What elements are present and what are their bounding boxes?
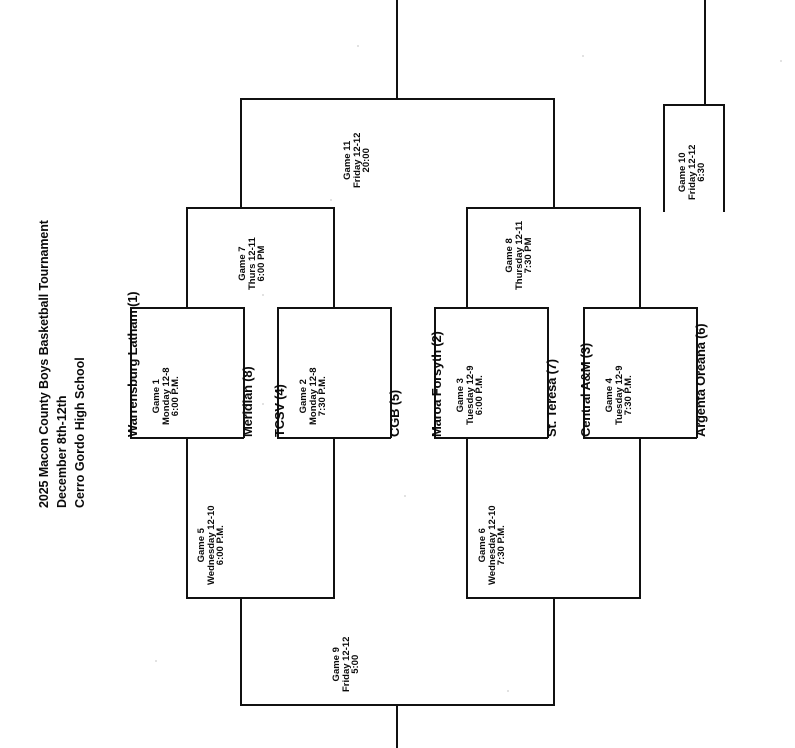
game3-box-left (434, 307, 436, 438)
game10-outlet-stem (704, 0, 706, 105)
game5-crossbar (186, 597, 335, 599)
game2-time: 7:30 P.M. (317, 376, 328, 417)
game8-stem-right (639, 207, 641, 307)
game3-box-right (547, 307, 549, 438)
game6-time: 7:30 P.M. (496, 525, 507, 566)
game2-box-right (390, 307, 392, 438)
game4-box-left (583, 307, 585, 438)
game6-stem-right (639, 438, 641, 598)
game6-stem-left (466, 438, 468, 598)
game2-info: Game 2 Monday 12-8 7:30 P.M. (298, 367, 328, 425)
game4-box-right (696, 307, 698, 438)
game4-info: Game 4 Tuesday 12-9 7:30 P.M. (604, 366, 634, 426)
page-subtitle-venue: Cerro Gordo High School (73, 357, 87, 508)
game1-time: 6:00 P.M. (170, 376, 181, 417)
scan-speck (262, 294, 264, 296)
game4-box-bottom (583, 437, 697, 439)
game1-box-right (243, 307, 245, 438)
team-label-central-am: Central A&M (3) (578, 342, 593, 437)
game9-stem-right (553, 597, 555, 705)
game9-time: 5:00 (350, 654, 361, 674)
scan-speck (357, 45, 359, 47)
scan-speck (404, 495, 406, 497)
game7-stem-left (186, 207, 188, 307)
scan-speck (780, 60, 782, 62)
team-label-argenta-oreana: Argenta Oreana (6) (693, 323, 708, 437)
game7-time: 6:00 PM (256, 245, 267, 282)
game4-box-top (583, 307, 697, 309)
team-label-tcsv: TCSV (4) (272, 384, 287, 437)
game7-stem-right (333, 207, 335, 307)
game8-stem-left (466, 207, 468, 307)
game2-box-top (277, 307, 391, 309)
game11-stem-left (240, 98, 242, 208)
scan-speck (330, 199, 332, 201)
page-title: 2025 Macon County Boys Basketball Tourna… (37, 220, 51, 508)
game10-time: 6:30 (696, 162, 707, 182)
team-label-st-teresa: St. Teresa (7) (544, 359, 559, 437)
champion-stem (396, 0, 398, 99)
scan-speck (155, 660, 157, 662)
team-label-meridian: Meridian (8) (240, 366, 255, 437)
game5-stem-left (186, 438, 188, 598)
game2-box-bottom (277, 437, 391, 439)
game4-time: 7:30 P.M. (623, 375, 634, 416)
game10-box-top (663, 104, 724, 106)
game7-crossbar (186, 207, 335, 209)
game9-info: Game 9 Friday 12-12 5:00 (331, 637, 361, 692)
game11-time: 20:00 (361, 148, 372, 173)
game1-box-left (130, 307, 132, 438)
game11-info: Game 11 Friday 12-12 20:00 (342, 133, 372, 188)
scan-speck (582, 55, 584, 57)
team-label-warrensburg-latham: Warrensburg Latham (1) (125, 291, 140, 437)
game5-stem-right (333, 438, 335, 598)
game1-box-top (130, 307, 244, 309)
game10-box-right (723, 104, 725, 212)
game3-box-top (434, 307, 548, 309)
game1-box-bottom (130, 437, 244, 439)
team-label-maroa-forsyth: Maroa Forsyth (2) (429, 331, 444, 437)
game8-time: 7:30 PM (523, 237, 534, 274)
game6-info: Game 6 Wednesday 12-10 7:30 P.M. (477, 505, 507, 585)
game5-info: Game 5 Wednesday 12-10 6:00 P.M. (196, 505, 226, 585)
game3-info: Game 3 Tuesday 12-9 6:00 P.M. (455, 366, 485, 426)
team-label-cgb: CGB (5) (387, 390, 402, 437)
game9-stem-left (240, 597, 242, 705)
game3-time: 6:00 P.M. (474, 375, 485, 416)
page-subtitle-dates: December 8th-12th (55, 395, 69, 508)
game2-box-left (277, 307, 279, 438)
game10-box-left (663, 104, 665, 212)
game10-info: Game 10 Friday 12-12 6:30 (677, 145, 707, 200)
game1-info: Game 1 Monday 12-8 6:00 P.M. (151, 367, 181, 425)
game11-stem-right (553, 98, 555, 208)
scan-speck (262, 403, 264, 405)
game8-info: Game 8 Thursday 12-11 7:30 PM (504, 221, 534, 290)
game7-info: Game 7 Thurs 12-11 6:00 PM (237, 237, 267, 290)
game3-box-bottom (434, 437, 548, 439)
game9-outlet-stem (396, 704, 398, 748)
game5-time: 6:00 P.M. (215, 525, 226, 566)
scan-speck (507, 690, 509, 692)
